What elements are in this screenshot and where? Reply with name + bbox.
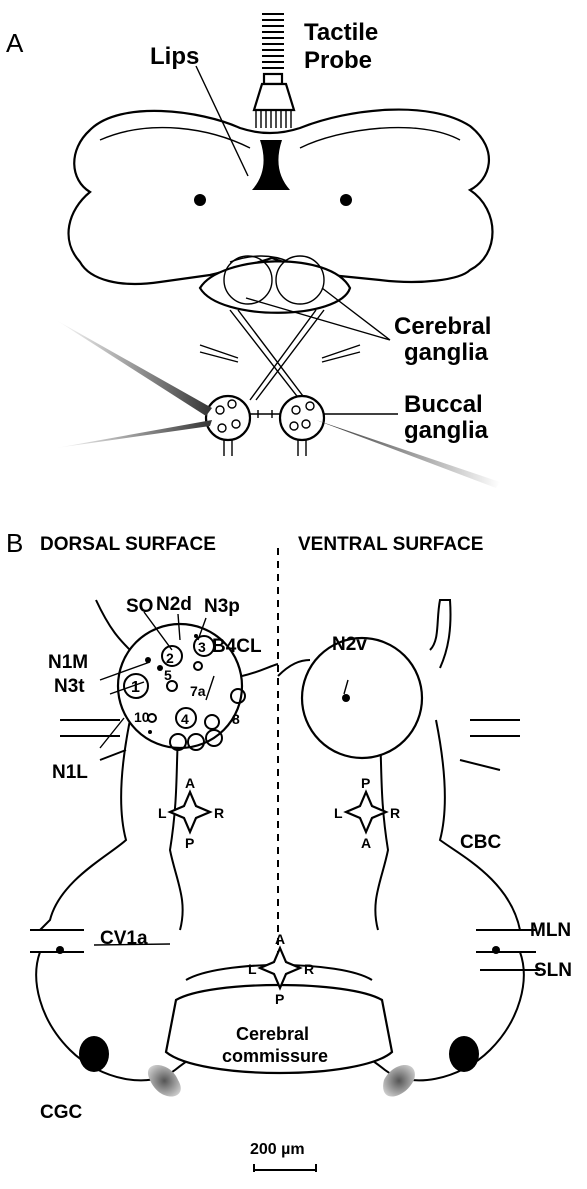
n1l-label: N1L: [52, 762, 88, 783]
cell-label-3: 3: [198, 639, 206, 655]
so-label: SO: [126, 596, 153, 617]
cbc-label: CBC: [460, 832, 501, 853]
cell-label-2: 2: [166, 650, 174, 666]
dorsal-surface-label: DORSAL SURFACE: [40, 534, 216, 555]
sln-label: SLN: [534, 960, 572, 981]
ventral-surface-label: VENTRAL SURFACE: [298, 534, 483, 555]
compass-ventral-bottom: A: [361, 835, 371, 851]
cell-label-1: 1: [131, 679, 140, 696]
cerebral-label-2: ganglia: [404, 339, 489, 366]
n3t-label: N3t: [54, 676, 85, 697]
compass-ventral-top: P: [361, 775, 370, 791]
cerebro-buccal-connectives: [200, 310, 360, 400]
compass-ventral-right: R: [390, 805, 400, 821]
cell-label-8: 8: [232, 711, 240, 727]
n3p-label: N3p: [204, 596, 240, 617]
compass-ventral-left: L: [334, 805, 343, 821]
mln-label: MLN: [530, 920, 571, 941]
n1m-label: N1M: [48, 652, 88, 673]
cell-label-7a: 7a: [190, 683, 206, 699]
compass-center-right: R: [304, 961, 314, 977]
probe-label: Probe: [304, 47, 372, 74]
compass-center-bottom: P: [275, 991, 284, 1007]
n2d-label: N2d: [156, 594, 192, 615]
buccal-label-1: Buccal: [404, 391, 483, 418]
commissure-label-2: commissure: [222, 1046, 328, 1066]
panel-a-letter: A: [6, 28, 24, 58]
compass-dorsal: A P L R: [158, 775, 224, 851]
buccal-ganglia: [206, 396, 324, 456]
cell-label-10: 10: [134, 709, 150, 725]
tactile-probe: [254, 14, 294, 128]
lips-label: Lips: [150, 43, 199, 70]
compass-dorsal-top: A: [185, 775, 195, 791]
tactile-label: Tactile: [304, 19, 378, 46]
compass-dorsal-bottom: P: [185, 835, 194, 851]
scale-bar: 200 µm: [250, 1141, 316, 1172]
cgc-label: CGC: [40, 1102, 83, 1123]
b4cl-label: B4CL: [212, 636, 262, 657]
n2v-label: N2v: [332, 634, 367, 655]
cerebral-label-1: Cerebral: [394, 313, 491, 340]
buccal-label-2: ganglia: [404, 417, 489, 444]
snail-head: [69, 110, 493, 284]
panel-a: A: [6, 14, 500, 488]
panel-b-letter: B: [6, 528, 23, 558]
ventral-ganglion: [278, 638, 422, 758]
compass-ventral: P A L R: [334, 775, 400, 851]
compass-dorsal-left: L: [158, 805, 167, 821]
cv1a-label: CV1a: [100, 928, 148, 949]
cell-label-5: 5: [164, 667, 172, 683]
cell-label-4: 4: [181, 711, 189, 727]
panel-b: B DORSAL SURFACE VENTRAL SURFACE: [6, 528, 572, 1172]
scale-bar-label: 200 µm: [250, 1141, 305, 1158]
commissure-label-1: Cerebral: [236, 1024, 309, 1044]
compass-center-top: A: [275, 931, 285, 947]
compass-dorsal-right: R: [214, 805, 224, 821]
compass-center-left: L: [248, 961, 257, 977]
